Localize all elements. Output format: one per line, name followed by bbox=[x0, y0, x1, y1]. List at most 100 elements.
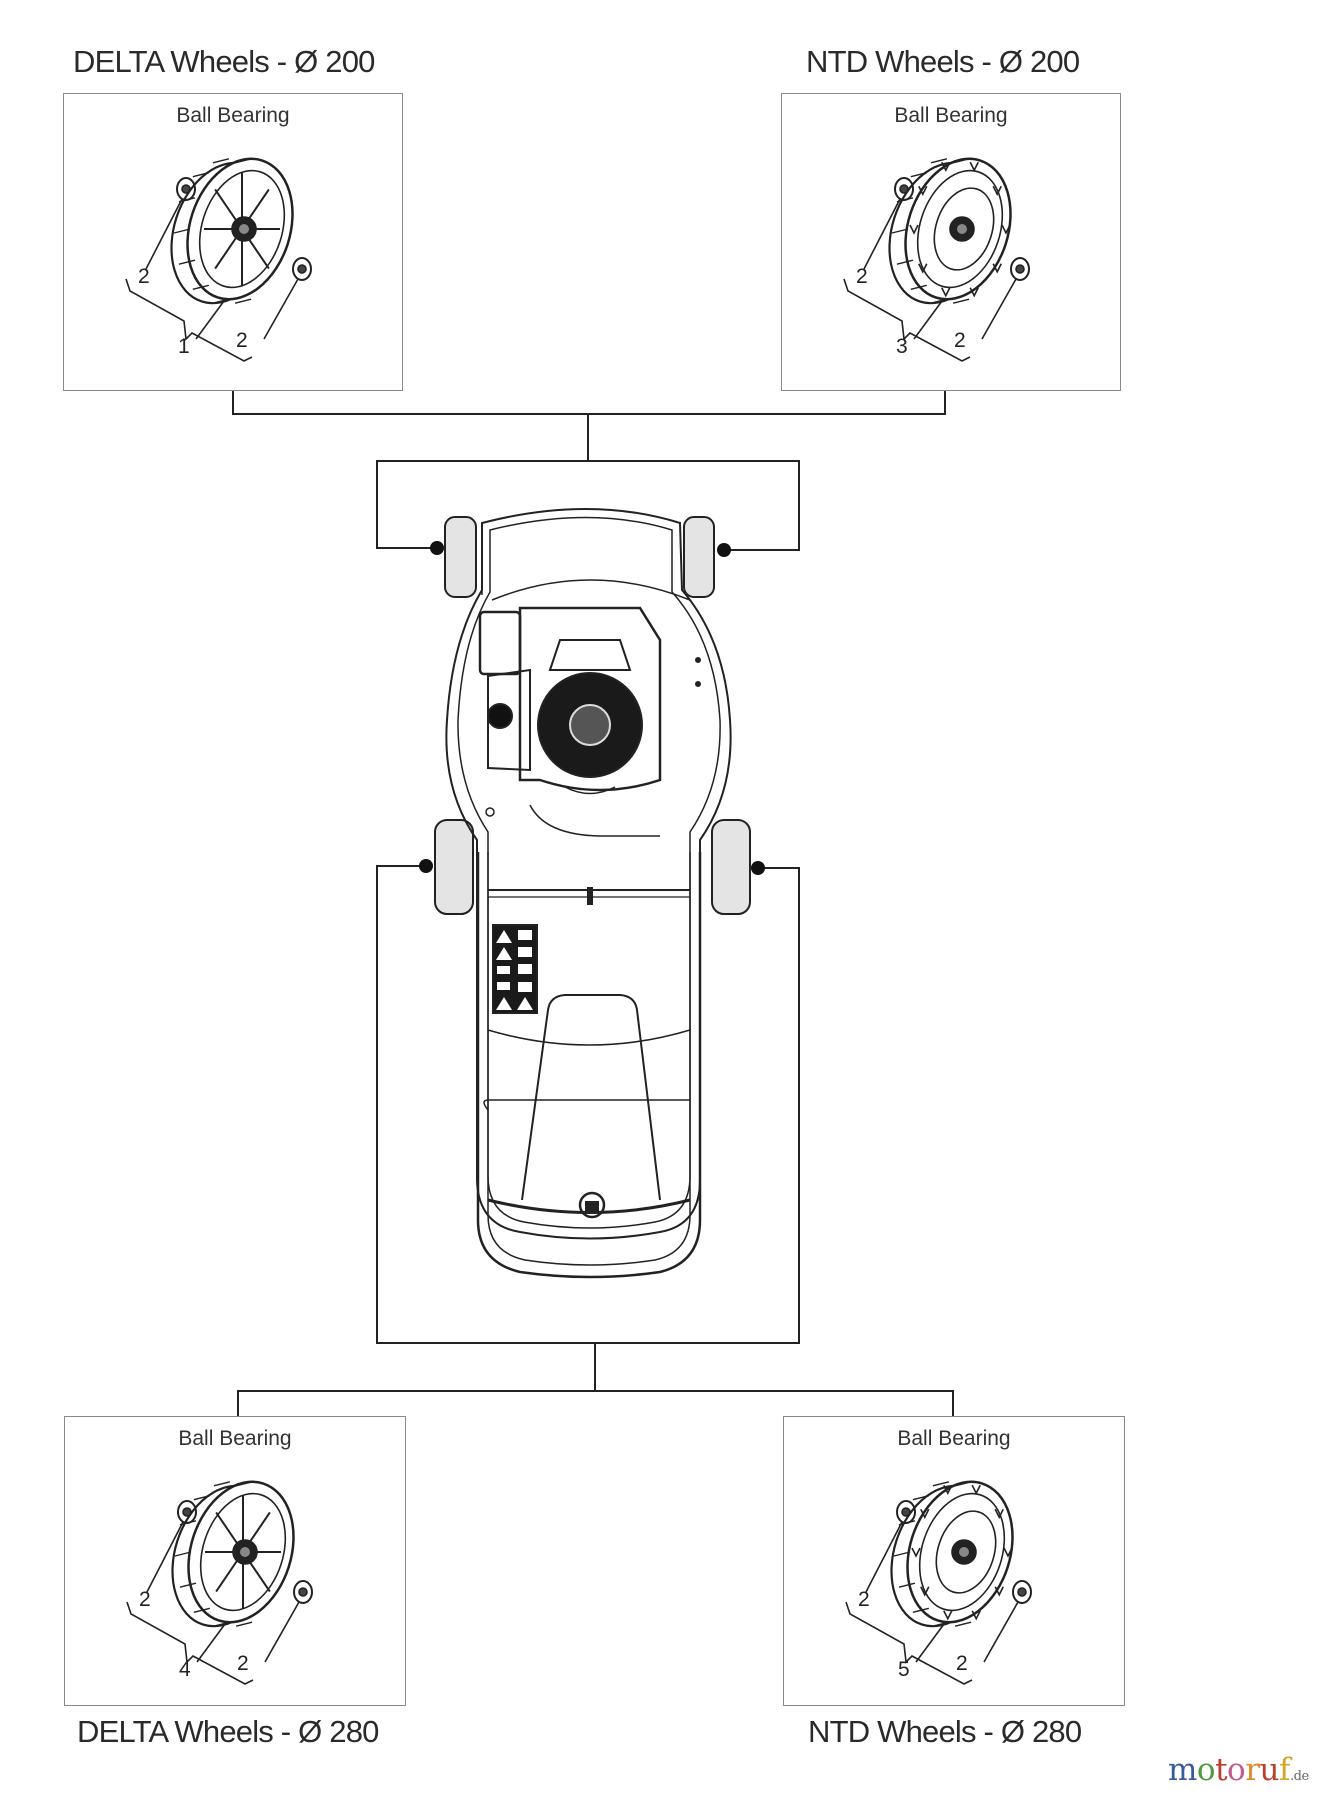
callout-bracket bbox=[125, 278, 253, 362]
connector-rear-bracket bbox=[376, 865, 800, 1344]
wheel-tread-chevron bbox=[920, 1586, 930, 1597]
wheel-tread bbox=[952, 298, 970, 304]
front-left-wheel-dot bbox=[430, 541, 444, 555]
wheel-tread-chevron bbox=[911, 1547, 921, 1558]
wheel-hub-bore bbox=[239, 224, 249, 234]
front-left-wheel bbox=[444, 516, 477, 598]
leader-wheel bbox=[195, 300, 225, 340]
wheel-rim bbox=[918, 1492, 1006, 1612]
wheel-tread bbox=[952, 158, 970, 164]
connector-front-bracket bbox=[376, 460, 800, 551]
wheel-illustration: 225 bbox=[845, 1480, 1032, 1685]
wheel-tread bbox=[212, 158, 230, 164]
mower-deck-outline bbox=[445, 508, 732, 1240]
wheel-tread-chevron bbox=[994, 1508, 1004, 1519]
callout-bearing-right: 2 bbox=[956, 1652, 968, 1675]
wheel-tread bbox=[932, 1621, 950, 1627]
bearing-right-bore bbox=[1015, 264, 1025, 274]
wheel-tread bbox=[174, 1551, 192, 1557]
wheel-tread bbox=[234, 158, 252, 164]
watermark-letter: f bbox=[1279, 1752, 1290, 1788]
leader-bearing-left bbox=[145, 198, 183, 270]
leader-bearing-left bbox=[865, 1521, 903, 1593]
wheel-rim bbox=[198, 169, 286, 289]
wheel-tread bbox=[213, 1621, 231, 1627]
wheel-group bbox=[845, 1480, 1032, 1685]
callout-bearing-left: 2 bbox=[139, 1588, 151, 1611]
rear-right-wheel-dot bbox=[751, 861, 765, 875]
bearing-left bbox=[896, 1500, 916, 1524]
wheel-tread-chevron bbox=[941, 287, 951, 298]
watermark-letter: u bbox=[1259, 1752, 1280, 1788]
watermark-tld: .de bbox=[1290, 1769, 1309, 1784]
wheel-hub-bore bbox=[959, 1547, 969, 1557]
wheel-tread-chevron bbox=[969, 287, 979, 298]
wheel-tread-chevron bbox=[992, 263, 1002, 274]
wheel-tread bbox=[173, 228, 191, 234]
watermark-text: motoruf bbox=[1168, 1752, 1290, 1788]
wheel-tread bbox=[192, 284, 209, 290]
leader-bearing-left bbox=[146, 1521, 184, 1593]
callout-bearing-left: 2 bbox=[138, 265, 150, 288]
wheel-tread bbox=[910, 284, 927, 290]
wheel-tread bbox=[179, 1582, 197, 1588]
bearing-left bbox=[177, 1500, 197, 1524]
wheel-tread-chevron bbox=[943, 1610, 953, 1621]
leader-bearing-right bbox=[981, 278, 1017, 340]
leader-bearing-right bbox=[264, 1601, 300, 1663]
bearing-right-bore bbox=[1017, 1587, 1027, 1597]
callout-bearing-left: 2 bbox=[856, 265, 868, 288]
wheel-rim bbox=[199, 1492, 287, 1612]
wheel-tread-chevron bbox=[943, 1484, 953, 1496]
panel-subtitle: Ball Bearing bbox=[176, 104, 290, 127]
wheel-tread bbox=[178, 259, 196, 265]
bearing-left bbox=[176, 177, 196, 201]
bearing-right bbox=[1010, 257, 1030, 281]
bearing-left-bore bbox=[182, 1507, 192, 1517]
wheel-tread bbox=[912, 1607, 929, 1613]
wheel-tread bbox=[930, 298, 948, 304]
wheel-tread-chevron bbox=[971, 1484, 981, 1496]
front-right-wheel-dot bbox=[717, 543, 731, 557]
wheel-tread bbox=[896, 259, 914, 265]
wheel-tread-chevron bbox=[1003, 1547, 1013, 1558]
wheel-tread bbox=[912, 1495, 929, 1501]
panel-title-ntd-280: NTD Wheels - Ø 280 bbox=[808, 1714, 1082, 1749]
catcher-handle bbox=[578, 1191, 606, 1219]
callout-bearing-right: 2 bbox=[954, 329, 966, 352]
wheel-tread bbox=[930, 158, 948, 164]
wheel-tread-chevron bbox=[994, 1586, 1004, 1597]
wheel-tread-chevron bbox=[1001, 224, 1011, 235]
wheel-tread-chevron bbox=[971, 1610, 981, 1621]
wheel-tread bbox=[213, 1481, 231, 1487]
bearing-left-bore bbox=[899, 184, 909, 194]
callout-bracket bbox=[843, 278, 971, 362]
watermark-letter: m bbox=[1168, 1752, 1197, 1788]
callout-bearing-right: 2 bbox=[237, 1652, 249, 1675]
panel-subtitle: Ball Bearing bbox=[894, 104, 1008, 127]
engine-tank bbox=[478, 610, 522, 676]
wheel-tread bbox=[234, 298, 252, 304]
bearing-right-bore bbox=[298, 1587, 308, 1597]
panel-subtitle: Ball Bearing bbox=[178, 1427, 292, 1450]
wheel-inner-rim bbox=[935, 1510, 997, 1594]
leader-wheel bbox=[915, 1623, 945, 1663]
leader-bearing-left bbox=[863, 198, 901, 270]
bearing-left-bore bbox=[181, 184, 191, 194]
wheel-tread-chevron bbox=[992, 185, 1002, 196]
wheel-rim bbox=[916, 169, 1004, 289]
wheel-tread bbox=[891, 228, 909, 234]
panel-title-delta-280: DELTA Wheels - Ø 280 bbox=[77, 1714, 379, 1749]
wheel-tread bbox=[954, 1481, 972, 1487]
engine-housing bbox=[518, 606, 662, 792]
wheel-illustration: 223 bbox=[843, 157, 1030, 362]
wheel-tread bbox=[193, 1607, 210, 1613]
watermark-logo: motoruf.de bbox=[1168, 1752, 1309, 1788]
rear-right-wheel bbox=[711, 819, 751, 915]
watermark-letter: t bbox=[1215, 1752, 1228, 1788]
